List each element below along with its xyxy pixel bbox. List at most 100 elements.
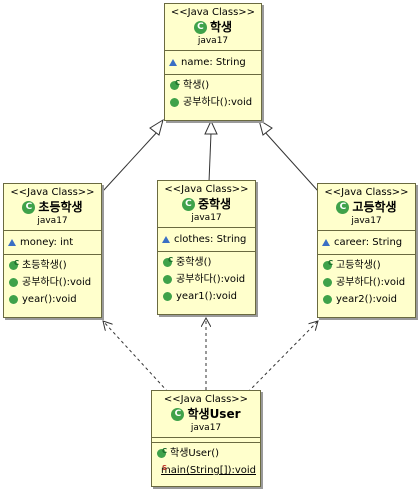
class-box-user[interactable]: <<Java Class>> C 학생User java17 C 학생User(…	[151, 390, 261, 487]
operation-row: C 학생User()	[156, 445, 256, 462]
method-icon	[323, 295, 332, 304]
operation-row: C 중학생()	[162, 254, 251, 271]
operation-row: C 학생()	[169, 77, 257, 94]
constructor-icon: C	[9, 259, 19, 270]
operation-text: 공부하다():void	[336, 277, 406, 288]
operations-section: C 초등학생() 공부하다():void year():void	[4, 255, 101, 310]
operation-text: year1():void	[176, 291, 238, 302]
package-attribute-triangle-icon	[8, 239, 16, 246]
attribute-row: career: String	[322, 234, 411, 251]
class-title: C 고등학생	[318, 199, 415, 215]
inheritance-arrowhead-high	[258, 118, 273, 136]
class-header: <<Java Class>> C 고등학생 java17	[318, 184, 415, 231]
operation-text: 고등학생()	[336, 260, 381, 271]
attribute-row: money: int	[8, 234, 97, 251]
constructor-icon: C	[157, 447, 167, 458]
operation-text: 공부하다():void	[22, 277, 92, 288]
operations-section: C 고등학생() 공부하다():void year2():void	[318, 255, 415, 310]
method-icon	[9, 295, 18, 304]
class-box-high[interactable]: <<Java Class>> C 고등학생 java17 career: Str…	[317, 183, 416, 318]
operations-section: C 중학생() 공부하다():void year1():void	[158, 252, 255, 307]
inheritance-line-high	[263, 130, 319, 192]
package-label: java17	[351, 216, 382, 226]
stereotype-label: <<Java Class>>	[324, 187, 409, 198]
class-header: <<Java Class>> C 학생 java17	[165, 4, 261, 51]
class-header: <<Java Class>> C 중학생 java17	[158, 181, 255, 228]
class-title: C 학생	[165, 19, 261, 35]
operation-row: C 초등학생()	[8, 257, 97, 274]
attribute-row: name: String	[169, 54, 257, 71]
attribute-text: clothes: String	[174, 234, 247, 245]
operation-row: year1():void	[162, 288, 251, 305]
method-icon	[170, 98, 179, 107]
class-box-elementary[interactable]: <<Java Class>> C 초등학생 java17 money: int …	[3, 183, 102, 318]
package-label: java17	[191, 213, 222, 223]
constructor-icon: C	[170, 79, 180, 90]
inheritance-line-elementary	[102, 130, 159, 192]
attributes-section: name: String	[165, 51, 261, 75]
class-box-middle[interactable]: <<Java Class>> C 중학생 java17 clothes: Str…	[157, 180, 256, 315]
method-icon	[323, 278, 332, 287]
stereotype-label: <<Java Class>>	[163, 394, 249, 405]
operation-text: 공부하다():void	[183, 97, 253, 108]
inheritance-arrowhead-elementary	[149, 118, 164, 136]
operation-row: 공부하다():void	[8, 274, 97, 291]
operation-row: 공부하다():void	[169, 94, 257, 111]
stereotype-label: <<Java Class>>	[164, 184, 249, 195]
package-attribute-triangle-icon	[162, 236, 170, 243]
class-title: C 중학생	[158, 196, 255, 212]
attributes-section: money: int	[4, 231, 101, 255]
operation-text: 학생User()	[170, 448, 219, 459]
class-title: C 학생User	[152, 406, 260, 422]
stereotype-label: <<Java Class>>	[10, 187, 95, 198]
inheritance-line-middle	[208, 132, 212, 183]
class-header: <<Java Class>> C 초등학생 java17	[4, 184, 101, 231]
operation-text: year2():void	[336, 294, 398, 305]
operation-row: S main(String[]):void	[156, 462, 256, 479]
class-name: 학생	[209, 20, 233, 34]
operation-row: 공부하다():void	[162, 271, 251, 288]
class-c-icon: C	[22, 200, 36, 214]
class-header: <<Java Class>> C 학생User java17	[152, 391, 260, 438]
class-name: 고등학생	[352, 200, 397, 214]
operation-row: C 고등학생()	[322, 257, 411, 274]
class-name: 학생User	[187, 407, 241, 421]
class-c-icon: C	[336, 200, 350, 214]
dependency-line-elementary	[103, 321, 169, 393]
attributes-section: career: String	[318, 231, 415, 255]
method-icon	[9, 278, 18, 287]
class-name: 중학생	[197, 197, 232, 211]
class-c-icon: C	[193, 20, 207, 34]
constructor-icon: C	[163, 256, 173, 267]
operation-text: 초등학생()	[22, 260, 67, 271]
inheritance-arrowhead-middle	[204, 119, 218, 135]
class-c-icon: C	[181, 197, 195, 211]
attributes-section	[152, 438, 260, 443]
dependency-line-high	[247, 321, 318, 393]
operation-row: year2():void	[322, 291, 411, 308]
class-box-student[interactable]: <<Java Class>> C 학생 java17 name: String …	[164, 3, 262, 121]
stereotype-label: <<Java Class>>	[170, 7, 256, 18]
method-icon	[163, 275, 172, 284]
operation-text: 중학생()	[176, 257, 212, 268]
operation-text: year():void	[22, 294, 77, 305]
attribute-text: name: String	[181, 57, 246, 68]
package-attribute-triangle-icon	[322, 239, 330, 246]
operation-row: year():void	[8, 291, 97, 308]
attributes-section: clothes: String	[158, 228, 255, 252]
class-c-icon: C	[171, 407, 185, 421]
attribute-text: money: int	[20, 237, 74, 248]
method-icon	[163, 292, 172, 301]
package-label: java17	[190, 423, 222, 433]
attribute-row: clothes: String	[162, 231, 251, 248]
operation-text: 학생()	[183, 80, 210, 91]
operation-text: 공부하다():void	[176, 274, 246, 285]
attribute-text: career: String	[334, 237, 403, 248]
class-name: 초등학생	[38, 200, 83, 214]
constructor-icon: C	[323, 259, 333, 270]
operations-section: C 학생() 공부하다():void	[165, 75, 261, 113]
operation-text: main(String[]):void	[161, 465, 256, 476]
operations-section: C 학생User() S main(String[]):void	[152, 443, 260, 481]
package-attribute-triangle-icon	[169, 59, 177, 66]
